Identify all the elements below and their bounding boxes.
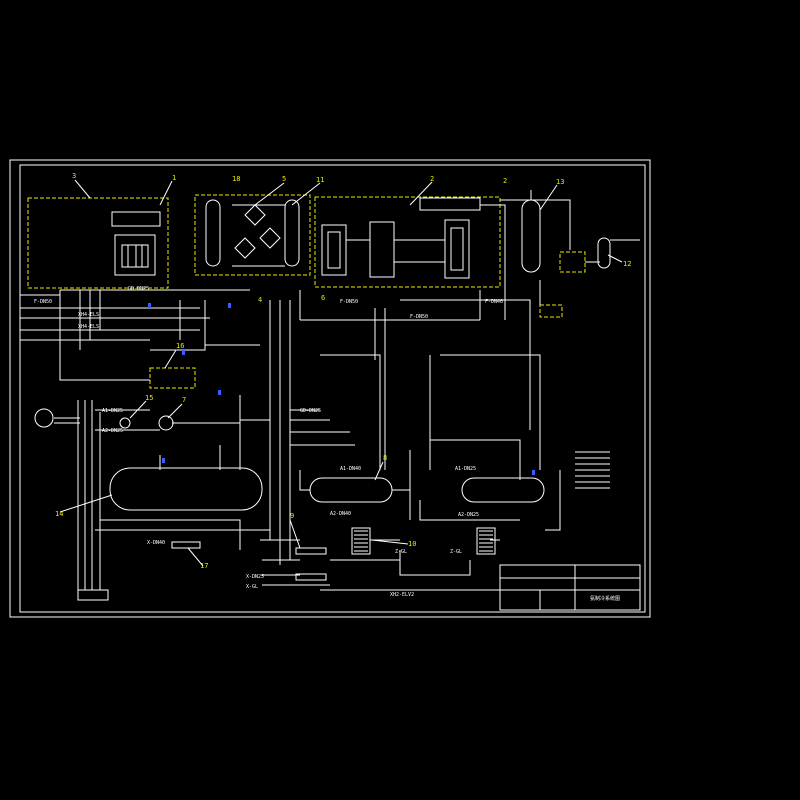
pipe-label-z1: Z-GL	[395, 549, 407, 555]
equipment-17	[171, 541, 201, 549]
label-n18: 18	[232, 175, 240, 183]
equipment-10-coils	[351, 527, 496, 555]
legend-block	[545, 451, 610, 531]
label-n2b: 2	[503, 177, 507, 185]
equipment-left-pump	[34, 408, 54, 428]
pipe-label-f1: F-DN50	[34, 299, 52, 305]
equipment-11-vessel	[284, 199, 300, 267]
blue-markers	[148, 303, 535, 475]
equipment-8-evaporator	[309, 477, 393, 503]
pipe-label-z2: Z-GL	[450, 549, 462, 555]
equipment-right-evaporator	[461, 477, 545, 503]
boundary-compressor-room	[27, 197, 169, 289]
pipe-label-a3: A1-DN40	[340, 466, 361, 472]
label-n6: 6	[321, 294, 325, 302]
pipe-label-f4: F-DN50	[340, 299, 358, 305]
pipe-label-xh1: XH4-ELS	[78, 312, 99, 318]
leader-lines	[59, 179, 623, 567]
pipe-label-a4: A2-DN40	[330, 511, 351, 517]
label-n2: 2	[430, 175, 434, 183]
boundary-unit-18	[194, 194, 311, 276]
equipment-9b	[295, 573, 327, 581]
label-n10: 10	[408, 540, 416, 548]
pipe-label-x3: X-GL	[246, 584, 258, 590]
label-n17: 17	[200, 562, 208, 570]
boundary-unit-16	[149, 367, 196, 389]
label-n1: 1	[172, 174, 176, 182]
pipe-label-f3: F-DN40	[485, 299, 503, 305]
label-n14: 14	[55, 510, 63, 518]
label-n9: 9	[290, 512, 294, 520]
equipment-1-compressor	[111, 211, 161, 276]
label-n12: 12	[623, 260, 631, 268]
equipment-18-separator	[205, 199, 221, 267]
pipe-label-x1: X-DN40	[147, 540, 165, 546]
pipe-label-a5: A1-DN25	[455, 466, 476, 472]
equipment-14-receiver	[109, 467, 263, 511]
pipe-label-a2: A2-DN25	[102, 428, 123, 434]
pipe-label-xgl: XH2-ELV2	[390, 592, 414, 598]
equipment-12-filter	[597, 237, 611, 269]
label-n4: 4	[258, 296, 262, 304]
equipment-2-condensers	[321, 197, 481, 279]
pipe-label-xh2: XH4-ELS	[78, 324, 99, 330]
pipe-network	[20, 199, 640, 601]
sheet-border	[9, 159, 651, 618]
label-n11: 11	[316, 176, 324, 184]
equipment-7-gauge	[158, 415, 174, 431]
drawing-frame	[19, 164, 646, 613]
boundary-unit-2	[314, 196, 501, 288]
pipe-label-a1: A1-DN25	[102, 408, 123, 414]
equipment-5-pumps	[232, 204, 285, 267]
label-n5: 5	[282, 175, 286, 183]
label-n8: 8	[383, 454, 387, 462]
boundary-unit-12	[559, 251, 586, 273]
equipment-9	[295, 547, 327, 555]
label-n13: 13	[556, 178, 564, 186]
label-n16: 16	[176, 342, 184, 350]
pipe-label-gd2: GD-DN25	[300, 408, 321, 414]
pipe-label-a6: A2-DN25	[458, 512, 479, 518]
pipe-label-f2: F-DN50	[410, 314, 428, 320]
label-n3: 3	[72, 172, 76, 180]
title-block: 氨制冷系统图	[499, 564, 641, 611]
label-n7: 7	[182, 396, 186, 404]
equipment-15-gauge	[119, 417, 131, 429]
boundary-controller	[539, 304, 563, 318]
equipment-13-tank	[521, 190, 541, 273]
label-n15: 15	[145, 394, 153, 402]
pipe-label-gd1: GD-DN25	[128, 286, 149, 292]
drawing-name: 氨制冷系统图	[590, 595, 620, 602]
pipe-label-x2: X-DN25	[246, 574, 264, 580]
